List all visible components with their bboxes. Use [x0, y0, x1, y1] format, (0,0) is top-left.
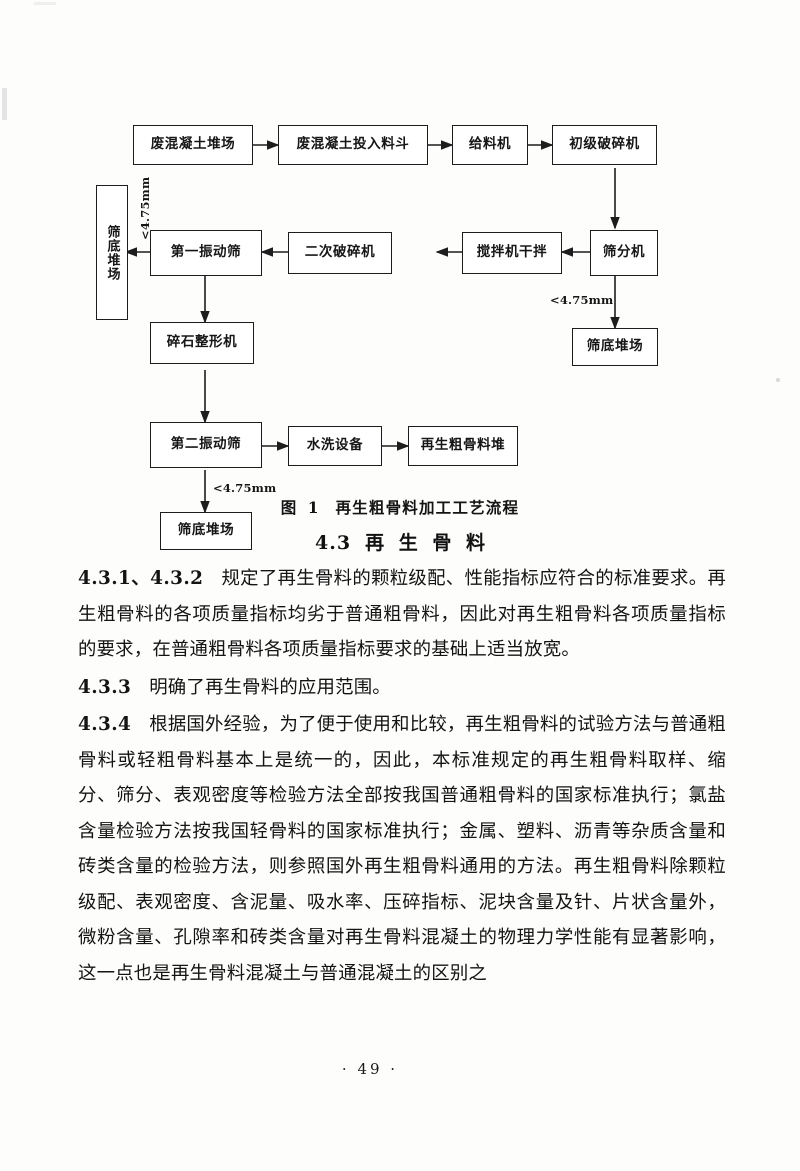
node-label: 初级破碎机: [569, 136, 640, 153]
node-label: 废混凝土投入料斗: [296, 136, 410, 153]
node-water-washing-equipment: 水洗设备: [288, 426, 382, 466]
node-label: 水洗设备: [306, 437, 364, 454]
node-label: 筛底堆场: [177, 522, 235, 539]
node-label: 筛底堆场: [104, 224, 120, 281]
node-second-vibrating-screen: 第二振动筛: [150, 422, 262, 468]
node-label: 第一振动筛: [170, 244, 242, 261]
node-mixer-dry-mix: 搅拌机干拌: [462, 232, 562, 274]
section-title: 再 生 骨 料: [365, 532, 489, 554]
figure-caption: 图 1 再生粗骨料加工工艺流程: [0, 496, 800, 518]
edge-label-bottom-size: <4.75mm: [213, 481, 277, 495]
paragraph-text: 明确了再生骨料的应用范围。: [149, 676, 391, 698]
flowchart-connectors: [124, 140, 620, 514]
node-screen-bottom-yard-bottom: 筛底堆场: [160, 512, 252, 550]
node-label: 第二振动筛: [170, 436, 242, 453]
node-screen-bottom-yard-left: 筛底堆场: [96, 185, 128, 320]
node-label: 给料机: [468, 136, 512, 153]
scan-artifact: [776, 378, 780, 382]
node-label: 二次破碎机: [304, 244, 376, 261]
node-label: 碎石整形机: [166, 334, 238, 351]
clause-number: 4.3.1、4.3.2: [78, 568, 204, 589]
clause-number: 4.3.3: [78, 676, 132, 698]
clause-number: 4.3.4: [78, 714, 132, 735]
node-first-vibrating-screen: 第一振动筛: [150, 230, 262, 276]
figure-recycled-aggregate-flowchart: 废混凝土堆场 废混凝土投入料斗 给料机 初级破碎机 筛底堆场 第一振动筛 二次破…: [0, 0, 800, 550]
node-label: 再生粗骨料堆: [420, 437, 506, 454]
edge-label-right-size: <4.75mm: [550, 293, 614, 307]
section-heading: 4.3 再 生 骨 料: [78, 528, 726, 561]
node-waste-concrete-yard: 废混凝土堆场: [133, 125, 253, 165]
section-number: 4.3: [315, 532, 352, 554]
figure-caption-label: 图 1: [280, 498, 322, 517]
paragraph: 4.3.3 明确了再生骨料的应用范围。: [78, 670, 726, 706]
node-screening-machine: 筛分机: [590, 230, 658, 276]
node-waste-concrete-hopper: 废混凝土投入料斗: [278, 125, 428, 165]
node-primary-crusher: 初级破碎机: [552, 125, 657, 165]
figure-caption-text: 再生粗骨料加工工艺流程: [335, 498, 520, 517]
node-stone-shaper: 碎石整形机: [150, 322, 254, 364]
node-recycled-coarse-aggregate-pile: 再生粗骨料堆: [408, 426, 518, 466]
node-label: 废混凝土堆场: [150, 136, 236, 153]
node-label: 筛底堆场: [586, 338, 644, 355]
node-label: 筛分机: [602, 244, 646, 261]
paragraph-text: 规定了再生骨料的颗粒级配、性能指标应符合的标准要求。再生粗骨料的各项质量指标均劣…: [78, 568, 727, 660]
node-feeder: 给料机: [452, 125, 528, 165]
node-label: 搅拌机干拌: [476, 244, 548, 261]
scan-artifact: [2, 88, 7, 120]
edge-label-left-size: <4.75mm: [138, 176, 152, 240]
paragraph-text: 根据国外经验，为了便于使用和比较，再生粗骨料的试验方法与普通粗骨料或轻粗骨料基本…: [78, 714, 726, 984]
scan-artifact: [34, 2, 56, 5]
node-secondary-crusher: 二次破碎机: [288, 232, 392, 274]
page-number: · 49 ·: [341, 1060, 399, 1078]
flowchart: 废混凝土堆场 废混凝土投入料斗 给料机 初级破碎机 筛底堆场 第一振动筛 二次破…: [96, 100, 710, 550]
node-screen-bottom-yard-right: 筛底堆场: [572, 328, 658, 366]
